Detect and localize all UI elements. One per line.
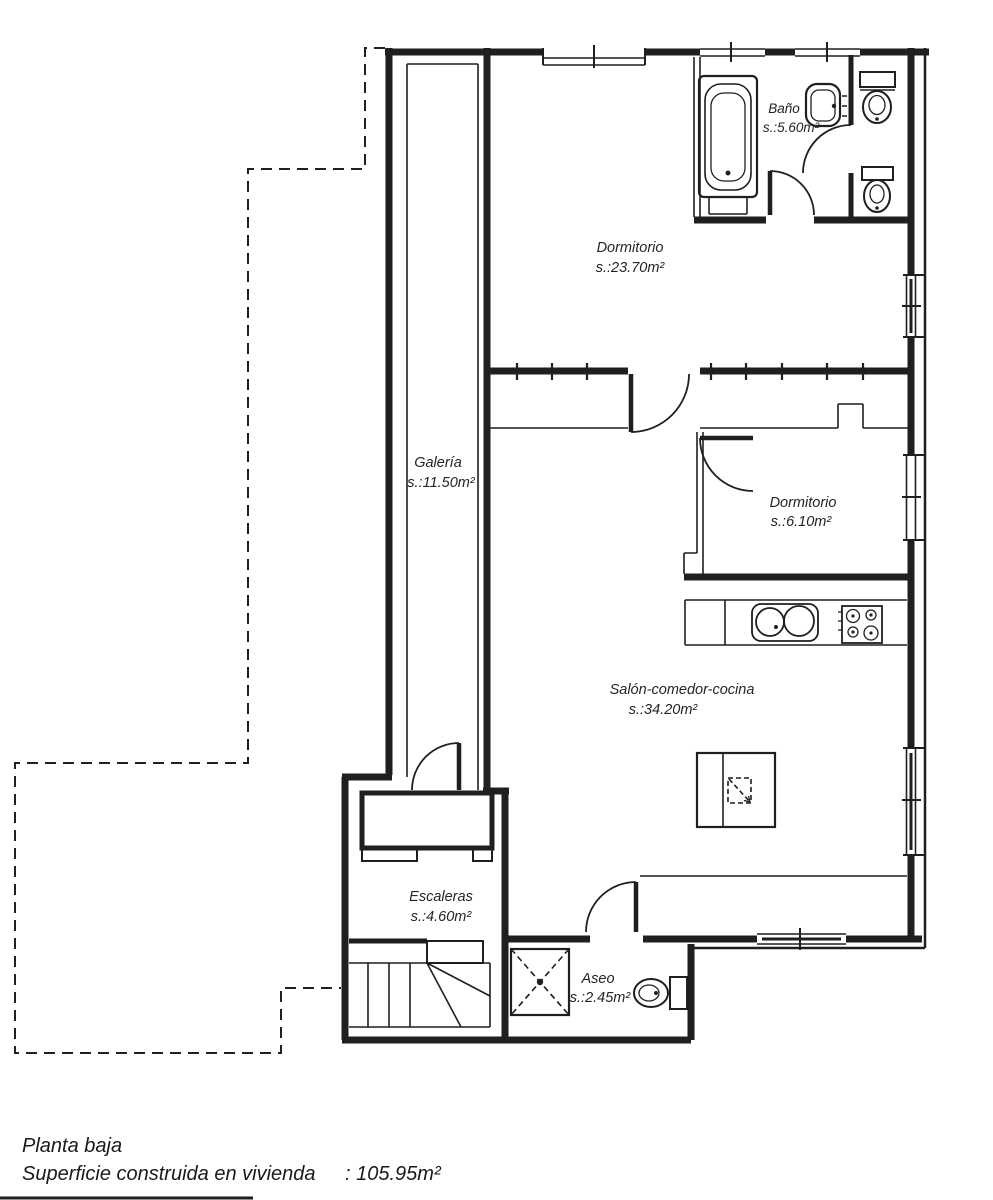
room-label-dormitorio1: Dormitorio xyxy=(597,240,664,256)
door-dormitorio1 xyxy=(628,373,690,433)
kitchen-counter xyxy=(684,599,907,646)
room-label-aseo: Aseo xyxy=(580,971,614,987)
door-dormitorio2 xyxy=(699,435,754,492)
window-bottom-salon xyxy=(757,928,846,950)
door-aseo xyxy=(585,881,639,933)
room-area-dormitorio2: s.:6.10m² xyxy=(771,514,833,530)
room-area-bano: s.:5.60m² xyxy=(763,120,820,135)
window-right-salon xyxy=(902,747,925,856)
walls-exterior xyxy=(341,48,929,1044)
door-galeria xyxy=(411,742,462,791)
kitchen-island xyxy=(695,751,777,829)
washbasin-icon xyxy=(804,82,847,128)
room-area-aseo: s.:2.45m² xyxy=(570,990,632,1006)
window-right-dormitorio2 xyxy=(902,454,925,541)
kitchen-sink-icon xyxy=(751,603,819,642)
property-boundary xyxy=(14,47,385,1054)
footer: Planta baja Superficie construida en viv… xyxy=(22,1135,442,1185)
room-label-dormitorio2: Dormitorio xyxy=(770,495,837,511)
stove-icon xyxy=(838,605,883,644)
stairs xyxy=(349,790,495,1028)
windows xyxy=(542,42,925,950)
room-label-escaleras: Escaleras xyxy=(409,889,473,905)
bidet-icon xyxy=(861,166,894,213)
room-area-galeria: s.:11.50m² xyxy=(407,475,476,491)
room-area-escaleras: s.:4.60m² xyxy=(411,909,473,925)
kitchen-fixtures xyxy=(684,599,907,829)
door-bano-compartment xyxy=(802,124,852,174)
aseo-fixtures xyxy=(509,947,688,1017)
toilet-icon xyxy=(859,71,896,124)
room-area-dormitorio1: s.:23.70m² xyxy=(596,260,666,276)
toilet-icon-aseo xyxy=(633,976,688,1010)
walls-interior xyxy=(406,48,908,1040)
window-right-dormitorio xyxy=(902,274,925,338)
bathtub-icon xyxy=(697,74,759,215)
footer-surface-label: Superficie construida en vivienda xyxy=(22,1163,316,1185)
room-labels: Baño s.:5.60m² Dormitorio s.:23.70m² Gal… xyxy=(407,101,836,1006)
footer-surface-value: : 105.95m² xyxy=(345,1163,442,1185)
doors xyxy=(411,124,852,933)
room-label-galeria: Galería xyxy=(414,455,462,471)
footer-floor-label: Planta baja xyxy=(22,1135,122,1157)
room-label-salon: Salón-comedor-cocina xyxy=(610,682,755,698)
bathroom-fixtures xyxy=(697,71,896,215)
stairs-landing xyxy=(359,790,495,851)
window-top-bano-right xyxy=(795,42,860,62)
shower-icon xyxy=(509,947,571,1017)
room-area-salon: s.:34.20m² xyxy=(629,702,699,718)
room-label-bano: Baño xyxy=(768,101,800,116)
window-top-dormitorio xyxy=(542,45,646,68)
window-top-bano-left xyxy=(700,42,765,62)
door-bano xyxy=(767,170,815,216)
